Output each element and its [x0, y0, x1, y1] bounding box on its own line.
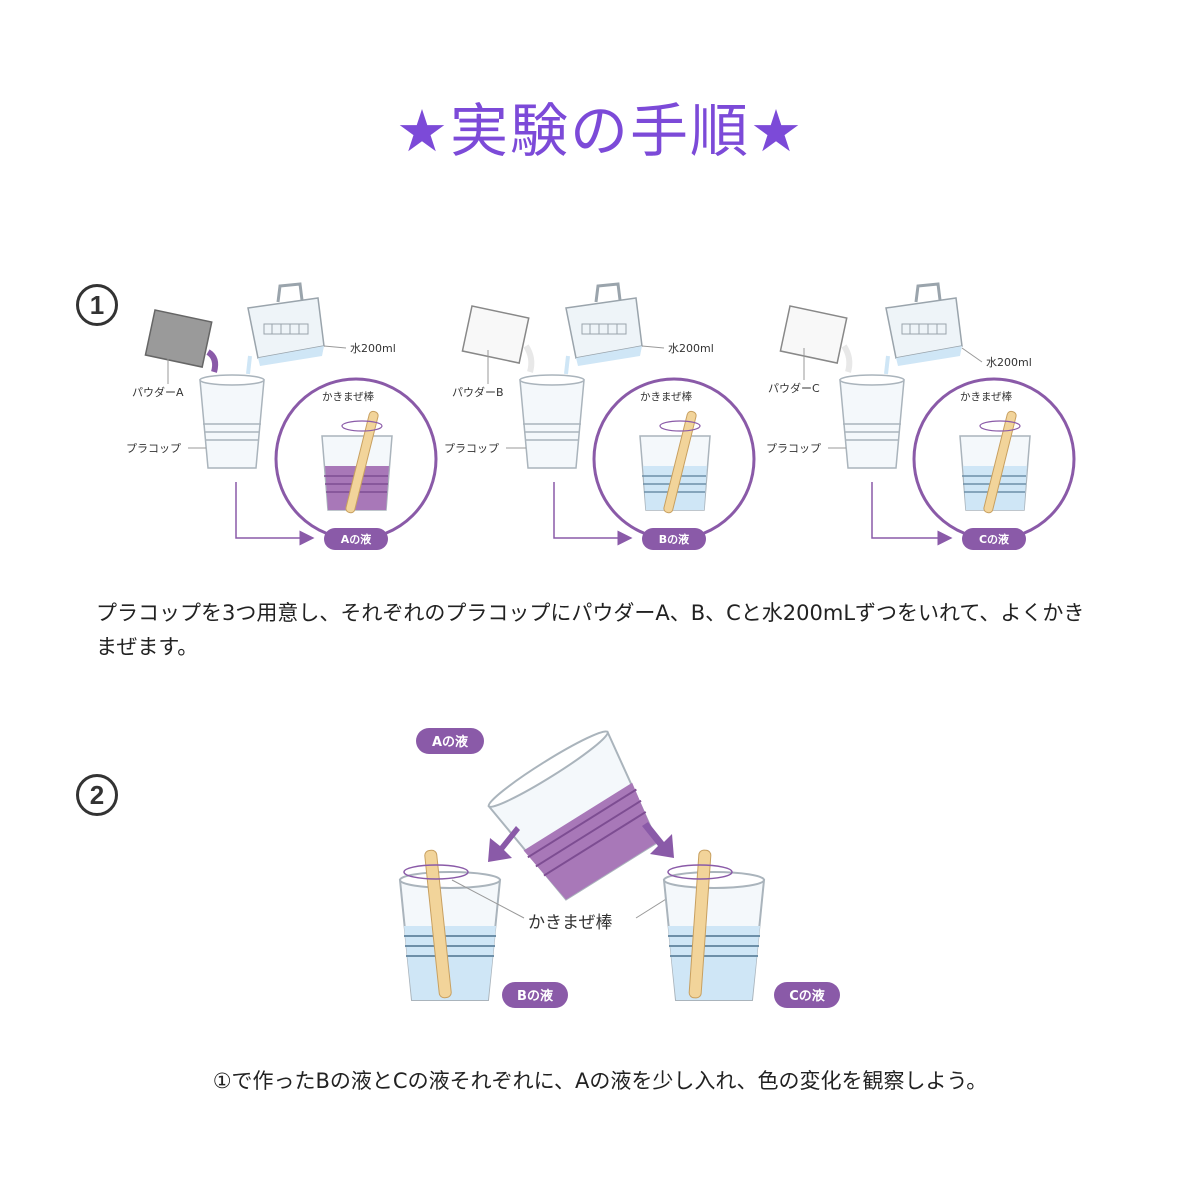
cup-a-tilted-icon — [487, 730, 659, 901]
cup-label: プラコップ — [444, 442, 499, 455]
arrow-to-c-icon — [642, 822, 674, 858]
plastic-cup-icon — [519, 374, 585, 469]
step-2-description: ①で作ったBの液とCの液それぞれに、Aの液を少し入れ、色の変化を観察しよう。 — [212, 1069, 988, 1093]
water-label: 水200ml — [986, 356, 1032, 369]
step-1-group-c: 水200ml パウダーC プラコップ かきまぜ棒 Cの液 — [766, 282, 1076, 550]
arrow-to-b-icon — [488, 826, 520, 862]
powder-label: パウダーC — [768, 381, 820, 395]
stir-stick-icon — [663, 410, 697, 514]
powder-a-packet-icon — [144, 309, 213, 368]
c-liquid-badge — [774, 982, 840, 1008]
result-label: Bの液 — [659, 532, 690, 546]
b-liquid-badge — [502, 982, 568, 1008]
stir-stick-icon — [983, 410, 1017, 514]
stir-stick-icon — [688, 849, 712, 999]
stir-label: かきまぜ棒 — [322, 390, 375, 403]
stir-stick-icon — [424, 849, 452, 999]
powder-c-packet-icon — [779, 305, 848, 364]
b-liquid-label: Bの液 — [517, 988, 553, 1004]
plastic-cup-icon — [839, 374, 905, 469]
stir-label: かきまぜ棒 — [960, 390, 1013, 403]
result-label: Cの液 — [979, 532, 1010, 546]
step-1-group-b: 水200ml パウダーB プラコップ かきまぜ棒 Bの液 — [444, 282, 756, 550]
step-2-number: 2 — [76, 774, 118, 816]
stir-label: かきまぜ棒 — [528, 913, 613, 933]
water-label: 水200ml — [350, 342, 396, 355]
result-label: Aの液 — [341, 532, 373, 546]
a-liquid-label: Aの液 — [432, 734, 468, 750]
water-label: 水200ml — [668, 342, 714, 355]
stir-label: かきまぜ棒 — [640, 390, 693, 403]
water-jug-icon — [246, 282, 326, 368]
plastic-cup-icon — [199, 374, 265, 469]
step-2-illustration: Aの液 Bの液 かきまぜ棒 Cの液 — [398, 728, 840, 1008]
water-jug-icon — [564, 282, 644, 368]
powder-b-packet-icon — [461, 305, 530, 364]
cup-label: プラコップ — [126, 442, 181, 455]
step-1-group-a: 水200ml パウダーA プラコップ かきまぜ棒 Aの液 — [126, 282, 438, 550]
powder-label: パウダーA — [132, 385, 184, 399]
a-liquid-badge — [416, 728, 484, 754]
cup-c-icon — [662, 849, 766, 1001]
cup-b-icon — [398, 849, 502, 1001]
cup-label: プラコップ — [766, 442, 821, 455]
c-liquid-label: Cの液 — [789, 988, 825, 1004]
step-1-illustration: 水200ml パウダーA プラコップ かきまぜ棒 Aの液 水200ml パウダー… — [126, 282, 1076, 550]
stir-stick-icon — [345, 410, 379, 514]
page-title: ★実験の手順★ — [396, 97, 804, 165]
step-1-number: 1 — [76, 284, 118, 326]
powder-label: パウダーB — [452, 385, 504, 399]
step-1-description: プラコップを3つ用意し、それぞれのプラコップにパウダーA、B、Cと水200mLず… — [96, 601, 1085, 659]
powder-a-stream — [206, 349, 219, 373]
water-jug-icon — [884, 282, 964, 368]
